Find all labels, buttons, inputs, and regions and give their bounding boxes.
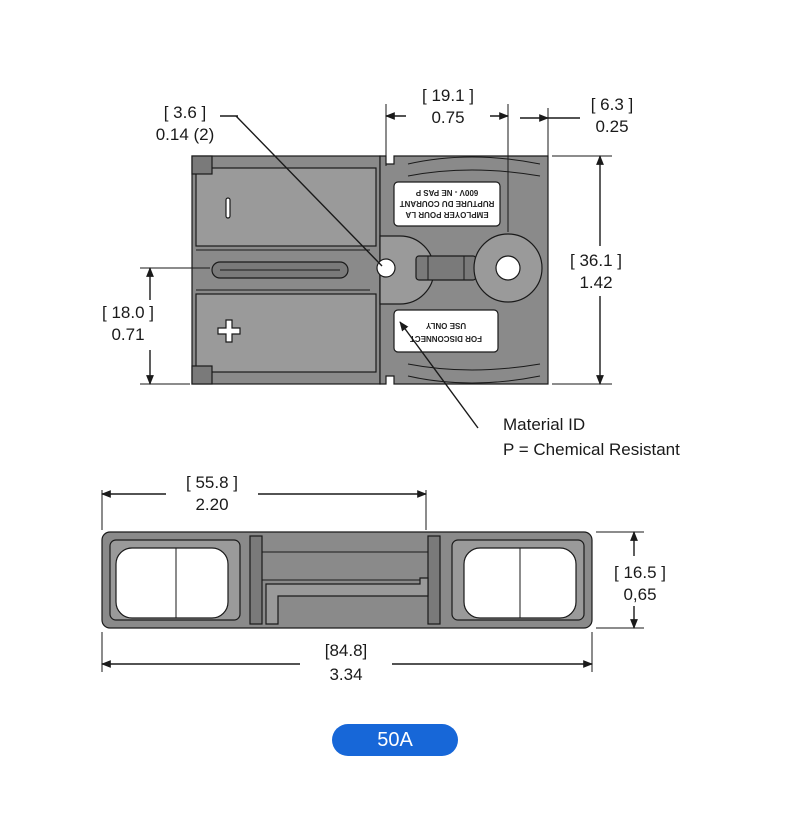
hole-dim-inch: 0.14 (2) [156, 125, 215, 144]
side-view [101, 531, 593, 629]
top-view: EMPLOYER POUR LA RUPTURE DU COURANT 600V… [191, 155, 549, 385]
thickness16-dim-inch: 0,65 [623, 585, 656, 604]
lower-label-line2: USE ONLY [425, 321, 466, 330]
material-callout-line2: P = Chemical Resistant [503, 440, 680, 459]
upper-warning-label [393, 181, 501, 227]
width19-dim-inch: 0.75 [431, 108, 464, 127]
left-pocket-face [115, 547, 229, 619]
width19-dim-mm: [ 19.1 ] [422, 86, 474, 105]
plus-mark-icon [217, 319, 241, 343]
center-contact [265, 577, 429, 625]
height18-dim-inch: 0.71 [111, 325, 144, 344]
hole-dim-mm: [ 3.6 ] [164, 103, 207, 122]
upper-label-line1: EMPLOYER POUR LA [405, 210, 488, 219]
minus-mark-icon [225, 197, 231, 219]
length84-dim-mm: [84.8] [325, 641, 368, 660]
height36-dim-mm: [ 36.1 ] [570, 251, 622, 270]
thickness16-dim-mm: [ 16.5 ] [614, 563, 666, 582]
lower-label-line1: FOR DISCONNECT [410, 334, 482, 343]
lower-disconnect-label [393, 309, 499, 353]
mounting-hole-icon [376, 258, 396, 278]
width6-dim-mm: [ 6.3 ] [591, 95, 634, 114]
left-housing-upper-band [195, 167, 377, 247]
current-rating-badge: 50A [332, 724, 458, 756]
length84-dim-inch: 3.34 [329, 665, 362, 684]
current-rating-text: 50A [377, 728, 413, 751]
length55-dim-inch: 2.20 [195, 495, 228, 514]
material-leader [399, 321, 479, 429]
material-callout-line1: Material ID [503, 415, 585, 434]
hole-leader [235, 115, 383, 267]
length55-dim-mm: [ 55.8 ] [186, 473, 238, 492]
contact-pin [415, 255, 477, 281]
upper-label-line3: 600V - NE PAS P [415, 188, 478, 197]
contact-hole-icon [495, 255, 521, 281]
upper-label-line2: RUPTURE DU COURANT [400, 199, 495, 208]
width6-dim-inch: 0.25 [595, 117, 628, 136]
height36-dim-inch: 1.42 [579, 273, 612, 292]
height18-dim-mm: [ 18.0 ] [102, 303, 154, 322]
